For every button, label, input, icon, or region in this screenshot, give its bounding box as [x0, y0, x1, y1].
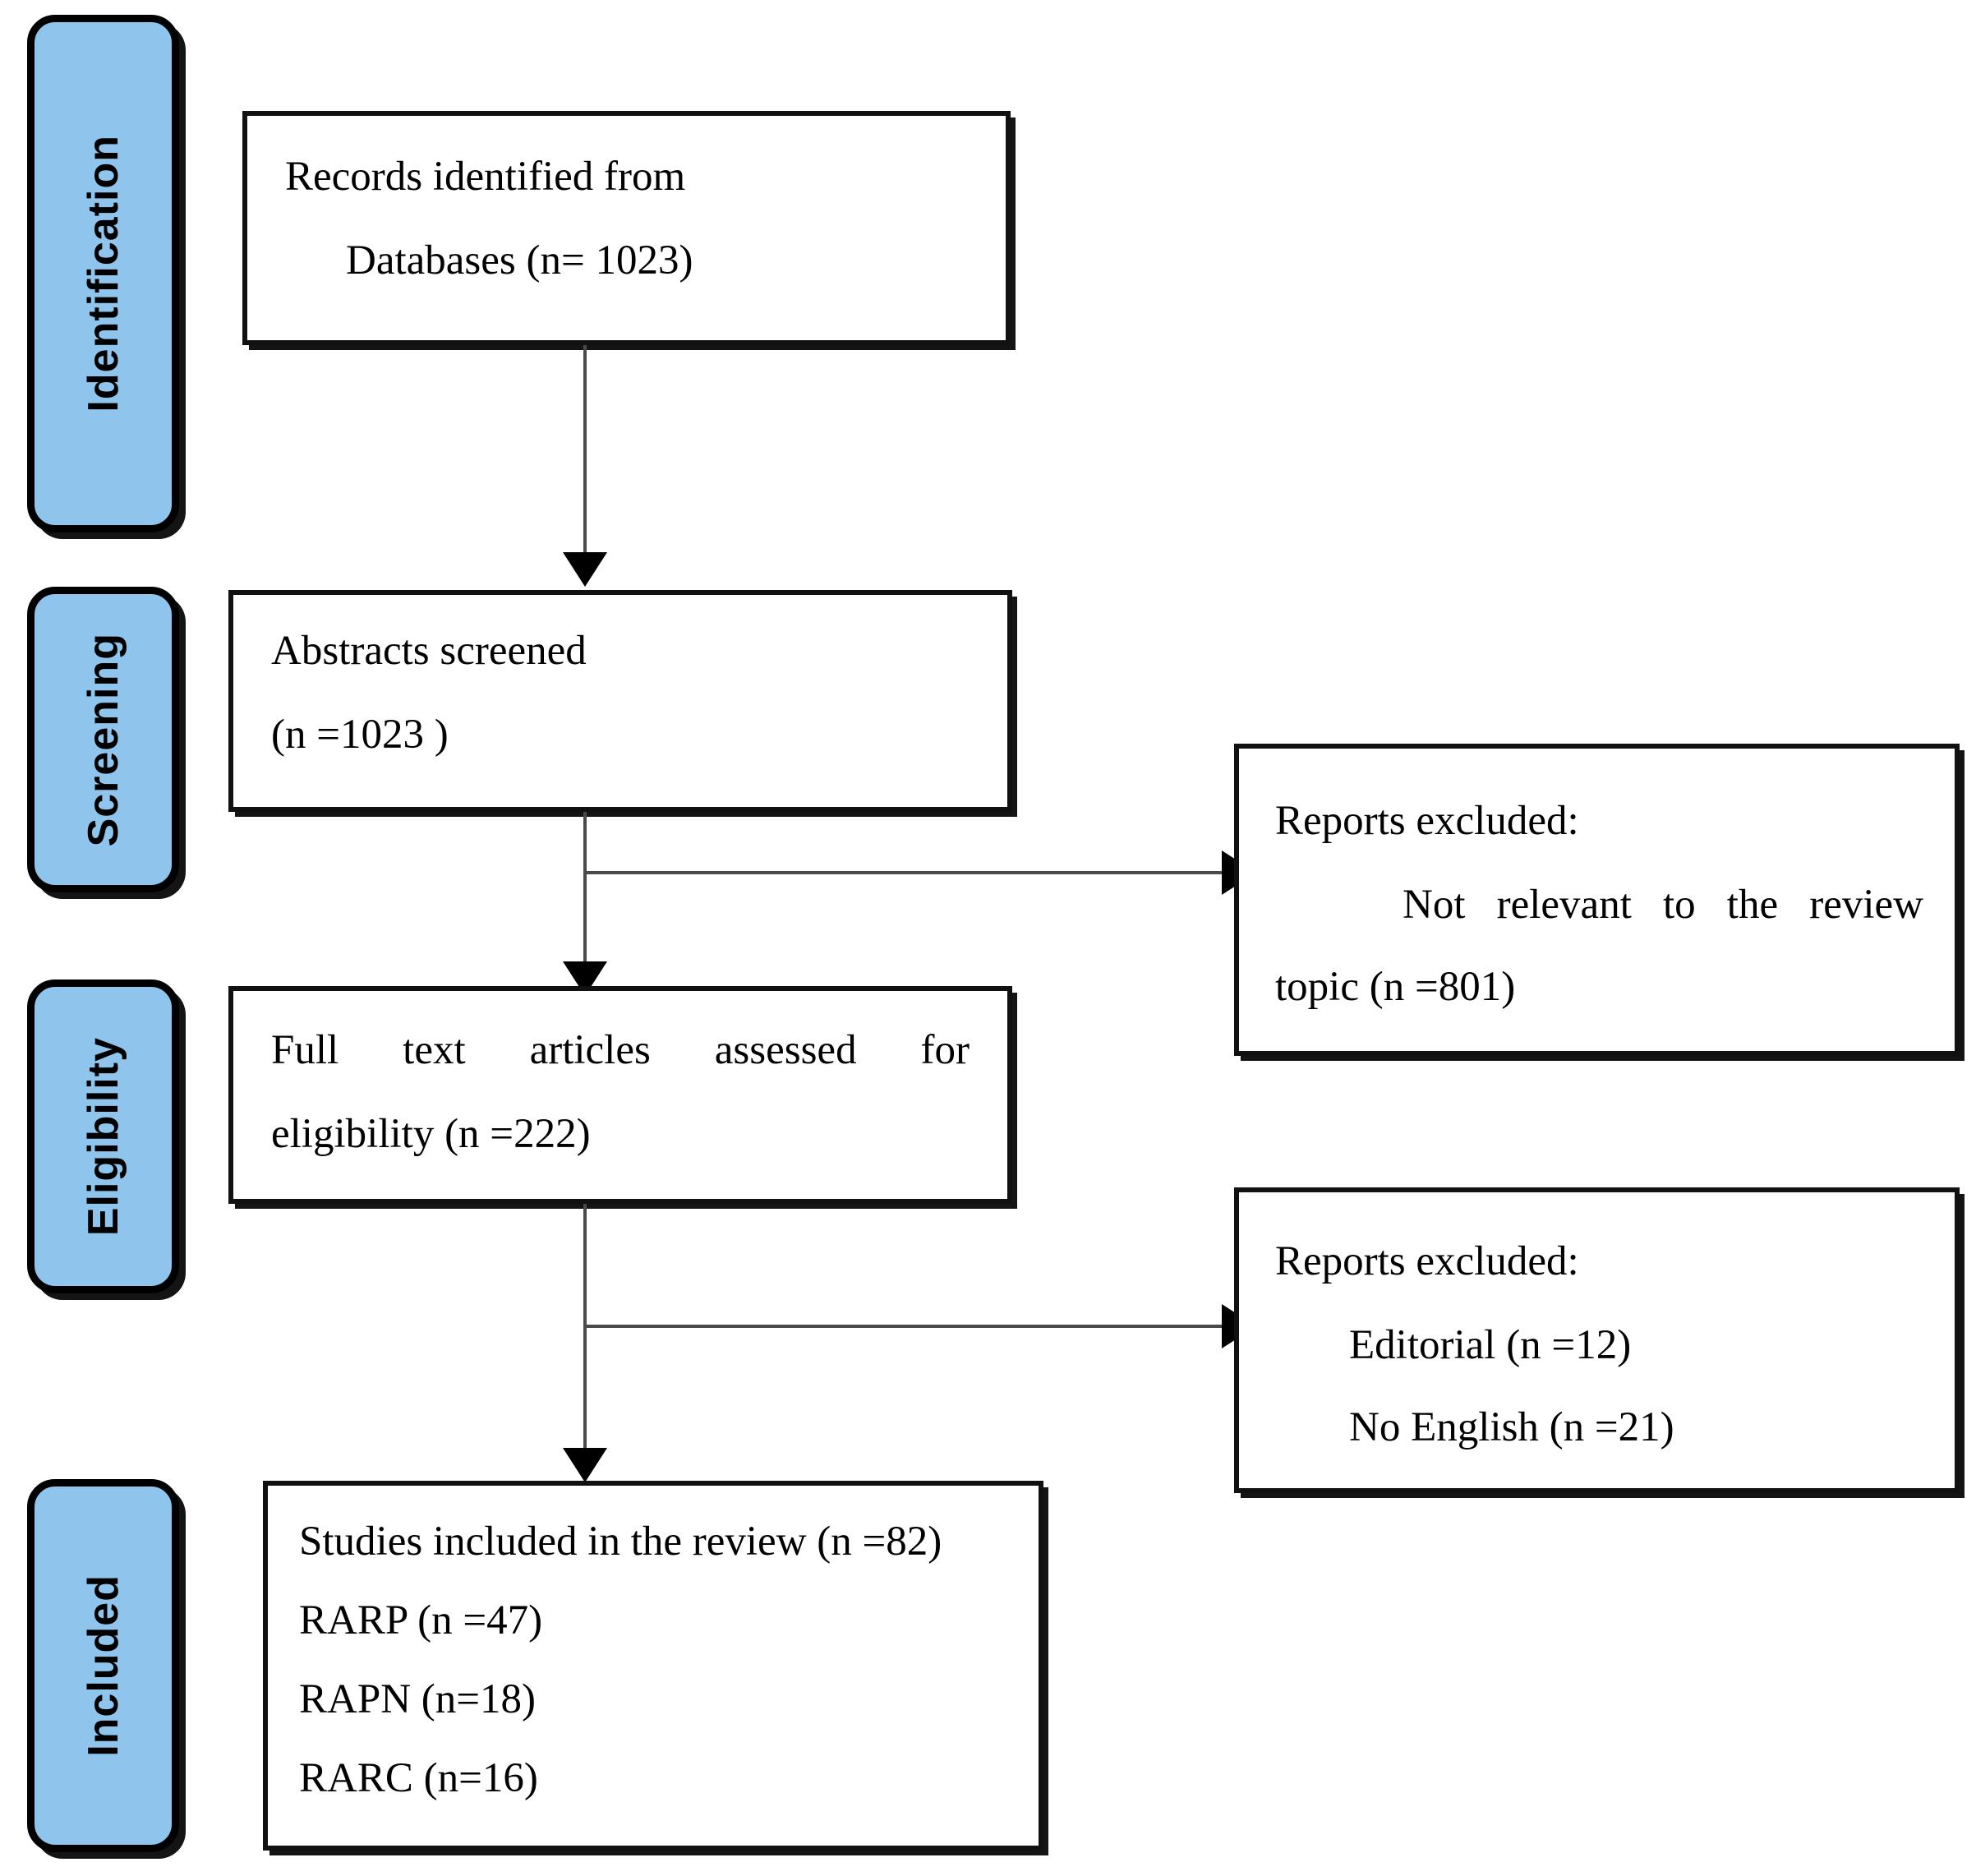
exclusion-eligibility-text: Reports excluded: Editorial (n =12) No E…	[1275, 1240, 1923, 1449]
exclusion-screening-text: Reports excluded: Not relevant to the re…	[1275, 800, 1923, 1008]
arrowhead-fulltext-to-included	[563, 1448, 607, 1482]
records-identified-line-2: Databases (n= 1023)	[346, 237, 693, 284]
flow-box-abstracts-screened: Abstracts screened (n =1023 )	[228, 590, 1012, 812]
stage-box-eligibility: Eligibility	[27, 979, 179, 1293]
full-text-assessed-line-2: eligibility (n =222)	[271, 1111, 591, 1158]
full-text-assessed-line-1: Full text articles assessed for	[271, 1027, 970, 1073]
stage-label-identification: Identification	[79, 135, 127, 413]
studies-included-line-3: RAPN (n=18)	[299, 1676, 537, 1723]
studies-included-line-1: Studies included in the review (n =82)	[299, 1519, 942, 1565]
abstracts-screened-line-2: (n =1023 )	[271, 712, 449, 758]
connector-abstracts-to-fulltext	[583, 812, 587, 973]
connector-records-to-abstracts	[583, 345, 587, 552]
exclusion-screening-heading: Reports excluded:	[1275, 798, 1579, 844]
exclusion-eligibility-heading: Reports excluded:	[1275, 1238, 1579, 1284]
full-text-assessed-text: Full text articles assessed for eligibil…	[271, 1029, 970, 1155]
stage-box-screening: Screening	[27, 587, 179, 892]
flow-box-studies-included: Studies included in the review (n =82) R…	[263, 1481, 1043, 1851]
connector-eligibility-exclusion	[585, 1325, 1226, 1328]
abstracts-screened-line-1: Abstracts screened	[271, 628, 587, 674]
studies-included-text: Studies included in the review (n =82) R…	[299, 1520, 1014, 1800]
connector-screening-exclusion	[585, 871, 1226, 874]
flow-box-full-text-assessed: Full text articles assessed for eligibil…	[228, 986, 1012, 1204]
stage-box-identification: Identification	[27, 15, 179, 532]
records-identified-line-1: Records identified from	[285, 154, 686, 200]
exclusion-box-screening: Reports excluded: Not relevant to the re…	[1234, 744, 1960, 1056]
exclusion-box-eligibility: Reports excluded: Editorial (n =12) No E…	[1234, 1187, 1960, 1493]
studies-included-line-4: RARC (n=16)	[299, 1755, 538, 1802]
exclusion-screening-line-2: topic (n =801)	[1275, 964, 1516, 1011]
stage-label-included: Included	[79, 1574, 127, 1757]
flow-box-records-identified: Records identified from Databases (n= 10…	[242, 111, 1011, 345]
studies-included-line-2: RARP (n =47)	[299, 1597, 543, 1644]
stage-box-included: Included	[27, 1479, 179, 1852]
exclusion-eligibility-line-1: Editorial (n =12)	[1349, 1322, 1632, 1369]
exclusion-eligibility-line-2: No English (n =21)	[1349, 1404, 1674, 1451]
records-identified-text: Records identified from Databases (n= 10…	[285, 155, 973, 282]
arrowhead-records-to-abstracts	[563, 552, 607, 587]
exclusion-screening-line-1: Not relevant to the review	[1403, 882, 1923, 929]
stage-label-eligibility: Eligibility	[79, 1036, 127, 1237]
stage-label-screening: Screening	[79, 632, 127, 847]
abstracts-screened-text: Abstracts screened (n =1023 )	[271, 629, 974, 756]
